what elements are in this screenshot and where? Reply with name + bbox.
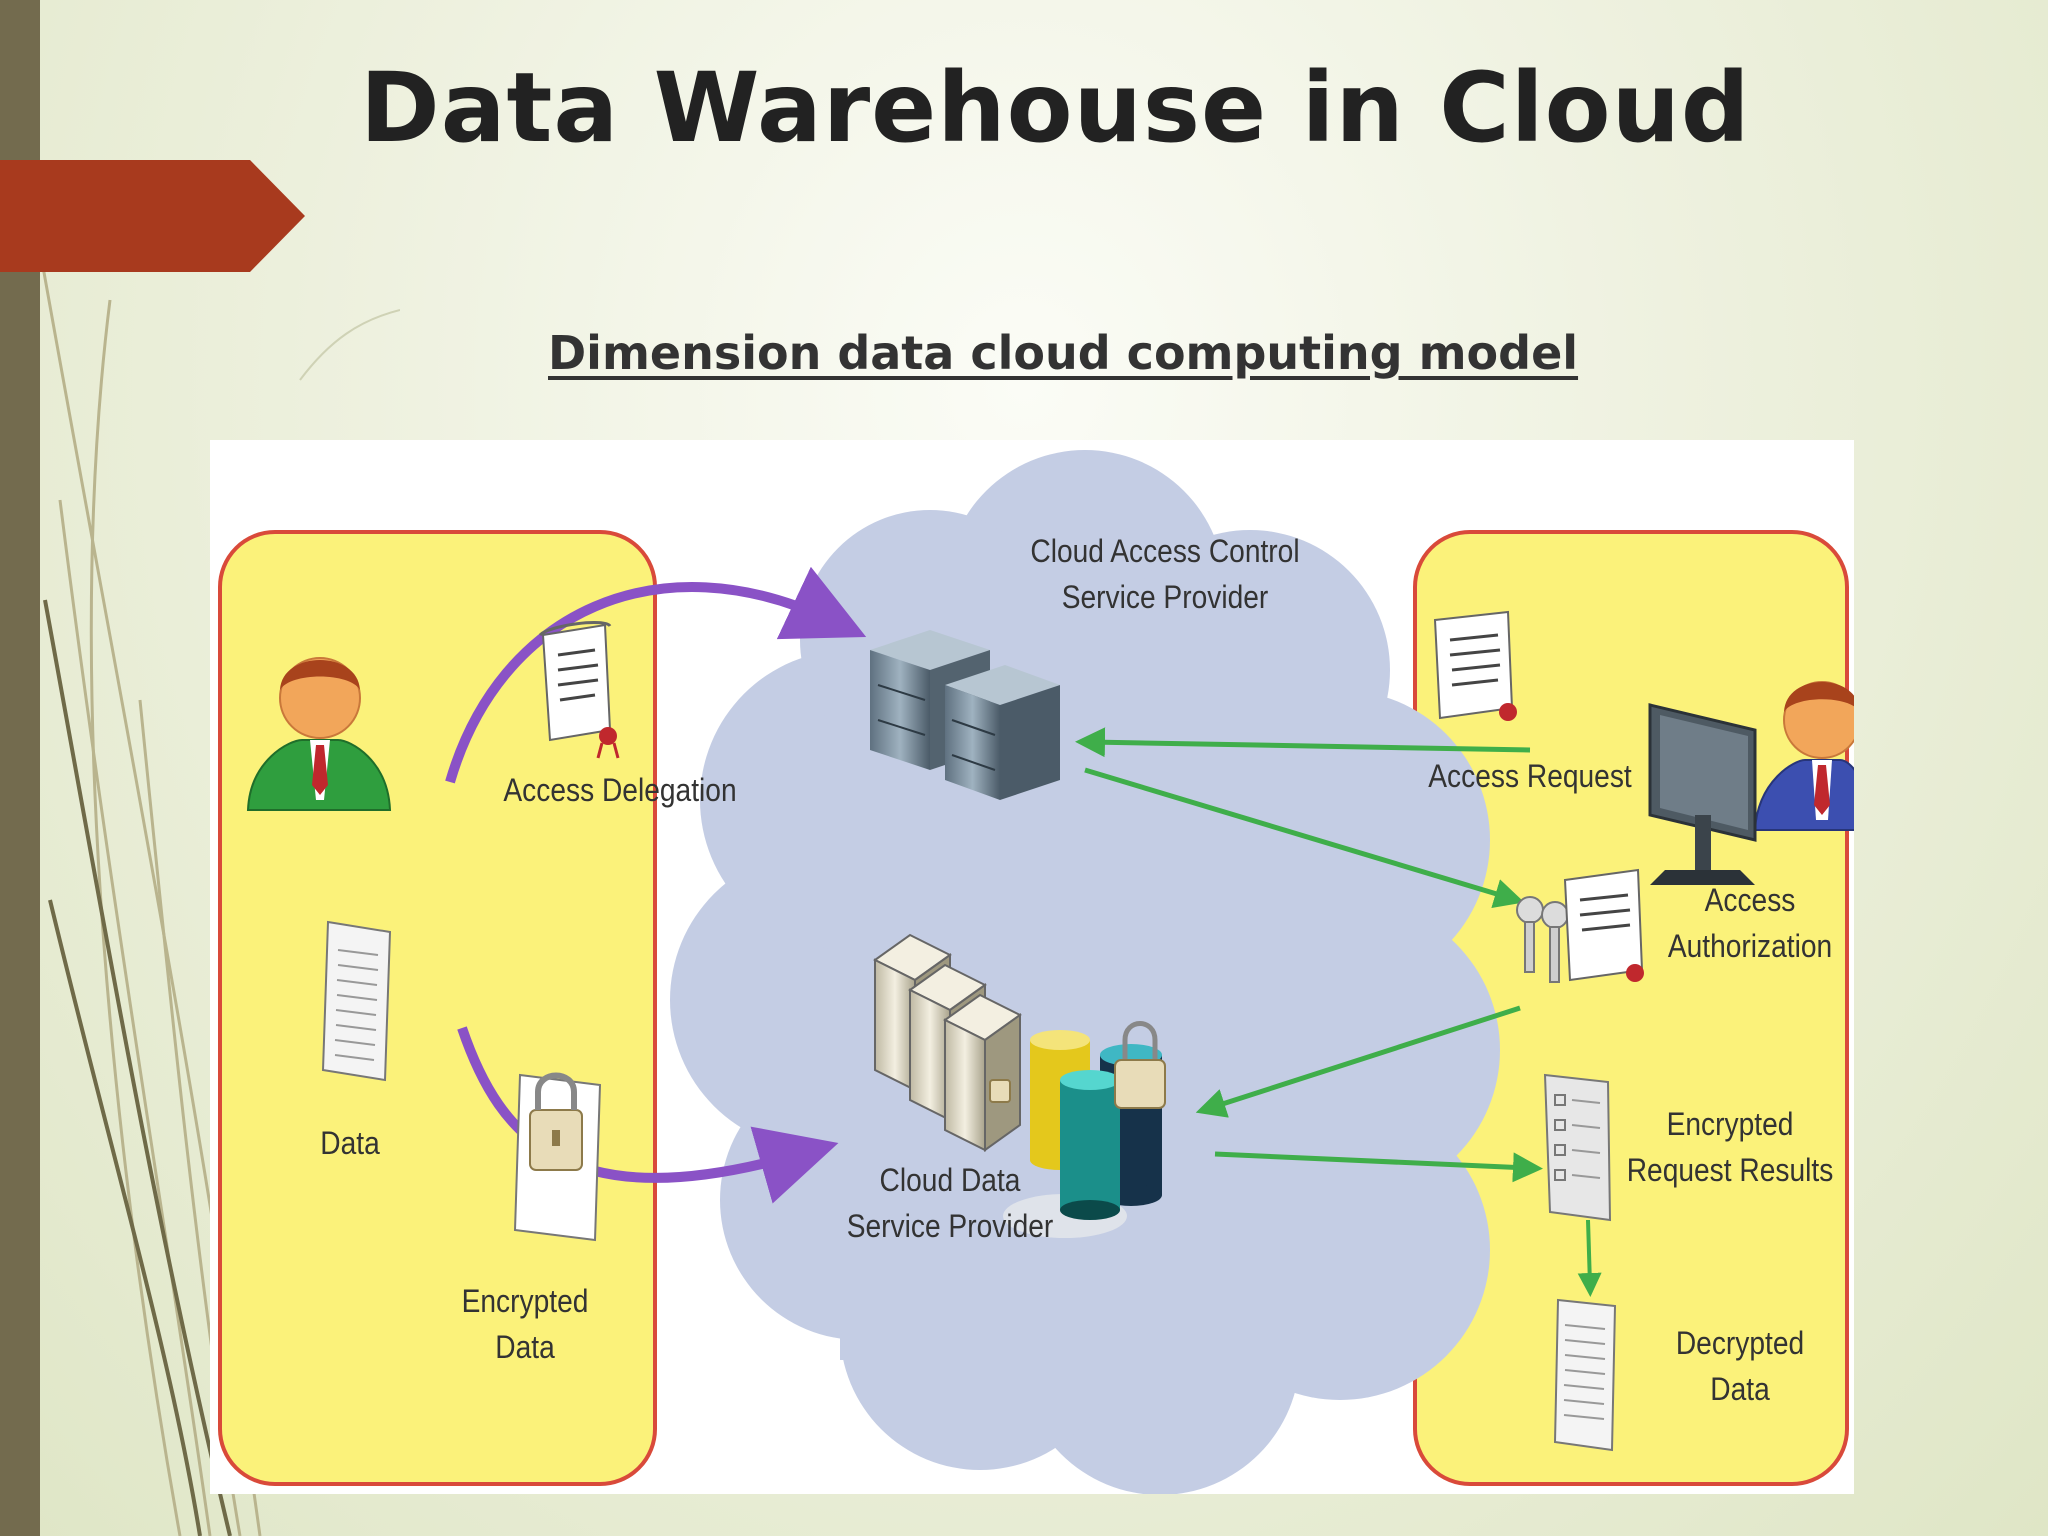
request-results-arrow <box>1214 1151 1543 1183</box>
computer-monitor-icon <box>1648 703 1757 885</box>
cloud-data-service-label: Cloud Data Service Provider <box>846 1162 1054 1244</box>
cloud-shape <box>670 450 1500 1494</box>
access-authorization-arrow <box>1084 767 1525 909</box>
encrypted-request-results-label: Encrypted Request Results <box>1626 1106 1834 1188</box>
certificate-scroll-icon <box>1433 610 1517 721</box>
access-request-label: Access Request <box>1428 758 1632 794</box>
data-consumer-user-icon <box>1753 681 1854 831</box>
red-arrow-tab <box>0 160 305 272</box>
access-server-rack-icon <box>870 630 1060 800</box>
slide-title: Data Warehouse in Cloud <box>360 52 1751 164</box>
certificate-scroll-icon <box>538 621 620 759</box>
slide-subtitle: Dimension data cloud computing model <box>548 326 1579 380</box>
data-owner-user-icon <box>246 657 392 811</box>
cloud-access-control-label: Cloud Access Control Service Provider <box>1030 533 1300 615</box>
access-authorization-label: Access Authorization <box>1667 882 1833 964</box>
database-cylinders-icon <box>1003 1021 1166 1238</box>
certificate-scroll-icon <box>1563 868 1644 982</box>
cloud-computing-diagram: Cloud Access Control Service Provider Ac… <box>210 440 1854 1494</box>
padlock-icon <box>513 1072 602 1242</box>
document-icon <box>1543 1073 1612 1222</box>
access-request-arrow <box>1075 727 1531 758</box>
authorization-to-data-arrow <box>1195 1005 1521 1118</box>
decrypted-data-label: Decrypted Data <box>1675 1325 1805 1407</box>
encrypted-data-label: Encrypted Data <box>461 1283 589 1365</box>
document-icon <box>1553 1298 1617 1452</box>
access-delegation-arrow <box>445 566 867 784</box>
access-delegation-label: Access Delegation <box>503 772 737 808</box>
data-label: Data <box>320 1125 380 1161</box>
data-server-tower-icon <box>873 933 1022 1152</box>
document-icon <box>321 920 392 1082</box>
key-icon <box>1516 896 1569 983</box>
decrypt-arrow <box>1577 1219 1602 1297</box>
